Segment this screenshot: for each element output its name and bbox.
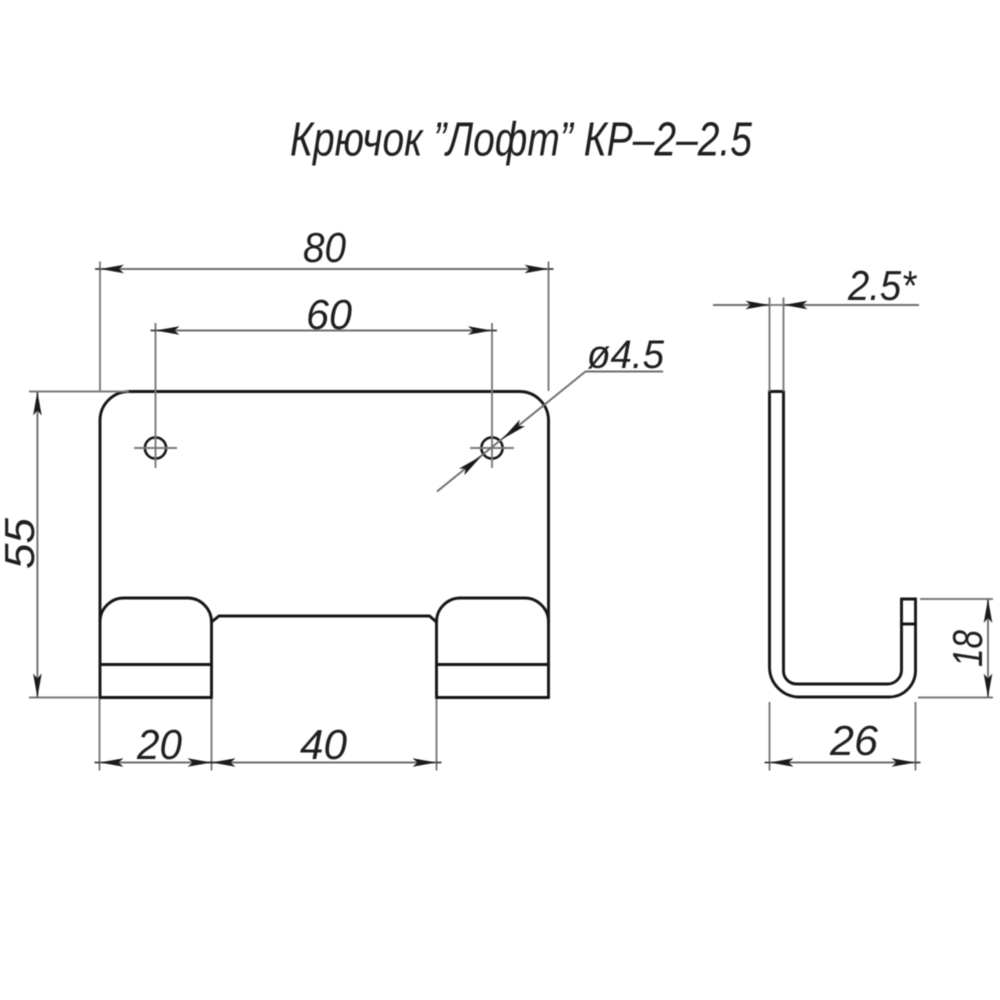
svg-text:26: 26 xyxy=(829,717,879,764)
svg-text:Крючок ”Лофт” КР–2–2.5: Крючок ”Лофт” КР–2–2.5 xyxy=(290,114,752,167)
svg-text:18: 18 xyxy=(944,629,991,667)
svg-text:55: 55 xyxy=(0,517,43,569)
svg-text:2.5*: 2.5* xyxy=(847,262,917,309)
svg-text:20: 20 xyxy=(136,721,183,768)
svg-text:ø4.5: ø4.5 xyxy=(587,333,665,377)
svg-text:80: 80 xyxy=(303,224,347,271)
svg-text:60: 60 xyxy=(306,291,353,338)
svg-text:40: 40 xyxy=(300,721,348,768)
